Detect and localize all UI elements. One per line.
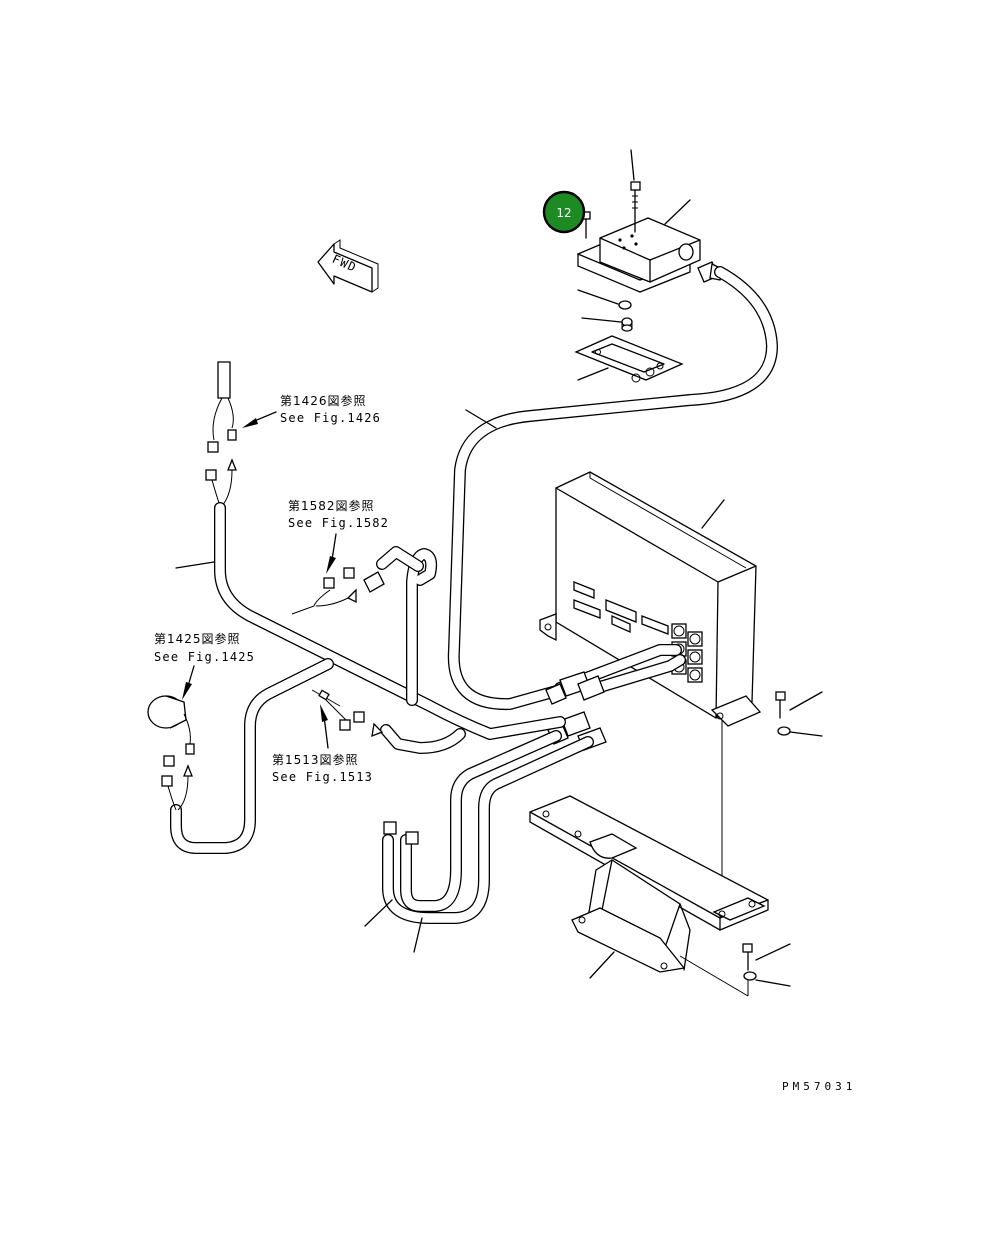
callout-number: 12: [556, 206, 571, 220]
callout-badge-12[interactable]: 12: [542, 190, 586, 234]
ref-1426-en: See Fig.1426: [280, 411, 381, 425]
ref-1513-en: See Fig.1513: [272, 770, 373, 784]
ref-1582-en: See Fig.1582: [288, 516, 389, 530]
fwd-arrow: FWD: [317, 239, 379, 293]
main-cable: [447, 266, 778, 711]
ref-1425-jp: 第1425図参照: [154, 631, 241, 646]
fwd-label: FWD: [330, 252, 359, 275]
ref-1582-jp: 第1582図参照: [288, 498, 375, 513]
ref-1425-en: See Fig.1425: [154, 650, 255, 664]
ref-1426-jp: 第1426図参照: [280, 393, 367, 408]
ref-fig-1513: 第1513図参照 See Fig.1513: [272, 704, 373, 784]
ref-fig-1426: 第1426図参照 See Fig.1426: [242, 393, 381, 428]
lower-bracket: [529, 795, 791, 997]
left-harness: [147, 361, 566, 854]
ref-fig-1582: 第1582図参照 See Fig.1582: [288, 498, 389, 574]
drawing-code: PM57031: [782, 1080, 856, 1093]
ref-fig-1425: 第1425図参照 See Fig.1425: [154, 631, 255, 700]
large-controller-box: [539, 471, 823, 908]
lower-harness: [364, 644, 686, 953]
top-controller-block: [574, 149, 725, 383]
ref-1513-jp: 第1513図参照: [272, 752, 359, 767]
